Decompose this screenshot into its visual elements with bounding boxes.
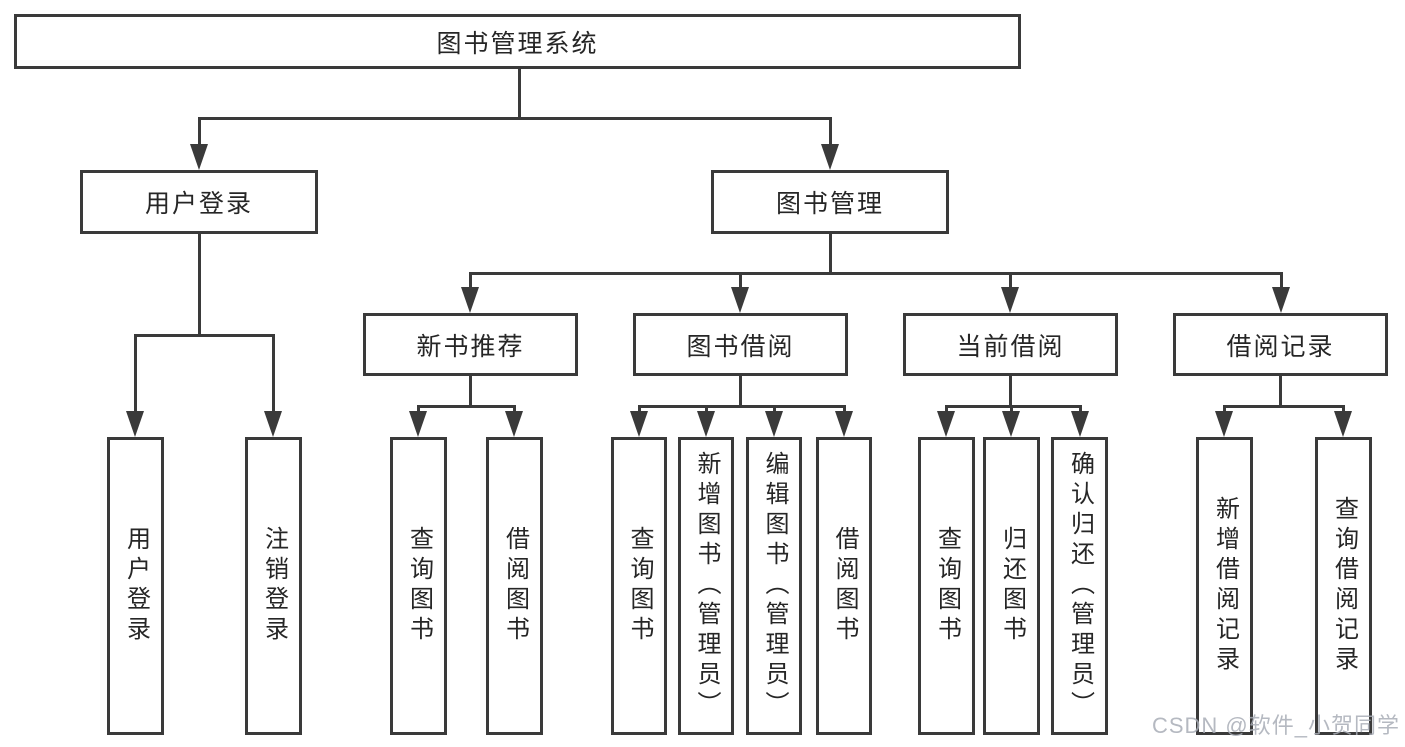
node-leaf-query-book-rec: 查询图书 bbox=[390, 437, 447, 735]
node-book-mgmt: 图书管理 bbox=[711, 170, 949, 234]
arrow-down-icon bbox=[264, 411, 282, 437]
connector-line bbox=[637, 404, 846, 408]
arrow-down-icon bbox=[409, 411, 427, 437]
connector-line bbox=[468, 271, 1283, 275]
connector-line bbox=[828, 117, 832, 152]
connector-line bbox=[828, 233, 832, 274]
node-leaf-borrow-book-rec: 借阅图书 bbox=[486, 437, 543, 735]
arrow-down-icon bbox=[697, 411, 715, 437]
node-current-borrow: 当前借阅 bbox=[903, 313, 1118, 376]
node-leaf-return-book: 归还图书 bbox=[983, 437, 1040, 735]
connector-line bbox=[738, 272, 742, 294]
connector-line bbox=[416, 404, 516, 408]
connector-line bbox=[133, 333, 275, 337]
node-label: 注销登录 bbox=[260, 526, 288, 646]
node-label: 借阅记录 bbox=[1226, 332, 1335, 361]
connector-line bbox=[944, 404, 1082, 408]
connector-line bbox=[1008, 375, 1012, 407]
node-label: 查询图书 bbox=[626, 526, 653, 646]
node-label: 编辑图书（管理员） bbox=[761, 451, 788, 721]
node-root: 图书管理系统 bbox=[14, 14, 1021, 69]
arrow-down-icon bbox=[1001, 287, 1019, 313]
arrow-down-icon bbox=[731, 287, 749, 313]
watermark: CSDN @软件_小贺同学 bbox=[1151, 713, 1400, 738]
connector-line bbox=[133, 334, 137, 418]
arrow-down-icon bbox=[821, 144, 839, 170]
arrow-down-icon bbox=[1002, 411, 1020, 437]
connector-line bbox=[738, 375, 742, 407]
node-leaf-query-book-current: 查询图书 bbox=[918, 437, 975, 735]
node-new-book-rec: 新书推荐 bbox=[363, 313, 578, 376]
node-leaf-add-borrow-record: 新增借阅记录 bbox=[1196, 437, 1253, 735]
node-label: 用户登录 bbox=[144, 190, 253, 218]
node-label: 查询图书 bbox=[405, 526, 433, 646]
connector-line bbox=[1278, 375, 1282, 407]
arrow-down-icon bbox=[835, 411, 853, 437]
connector-line bbox=[197, 233, 201, 336]
node-user-login: 用户登录 bbox=[80, 170, 318, 234]
node-leaf-user-login: 用户登录 bbox=[107, 437, 164, 735]
connector-line bbox=[517, 68, 521, 120]
connector-line bbox=[1008, 272, 1012, 294]
node-label: 图书管理系统 bbox=[436, 29, 599, 58]
node-leaf-borrow-book: 借阅图书 bbox=[816, 437, 872, 735]
connector-line bbox=[1222, 404, 1345, 408]
arrow-down-icon bbox=[461, 287, 479, 313]
node-leaf-confirm-return-admin: 确认归还（管理员） bbox=[1051, 437, 1108, 735]
arrow-down-icon bbox=[126, 411, 144, 437]
node-label: 图书借阅 bbox=[686, 332, 795, 361]
arrow-down-icon bbox=[1215, 411, 1233, 437]
node-leaf-logout: 注销登录 bbox=[245, 437, 302, 735]
node-label: 确认归还（管理员） bbox=[1066, 451, 1094, 721]
arrow-down-icon bbox=[630, 411, 648, 437]
node-label: 新增图书（管理员） bbox=[693, 451, 720, 721]
connector-line bbox=[468, 375, 472, 407]
node-label: 借阅图书 bbox=[501, 526, 529, 646]
node-leaf-query-book-borrow: 查询图书 bbox=[611, 437, 667, 735]
node-label: 新增借阅记录 bbox=[1211, 496, 1239, 676]
node-leaf-query-borrow-record: 查询借阅记录 bbox=[1315, 437, 1372, 735]
node-label: 当前借阅 bbox=[956, 332, 1065, 361]
node-leaf-add-book-admin: 新增图书（管理员） bbox=[678, 437, 734, 735]
connector-line bbox=[1279, 272, 1283, 294]
connector-line bbox=[197, 117, 201, 152]
connector-line bbox=[271, 334, 275, 418]
arrow-down-icon bbox=[765, 411, 783, 437]
node-label: 新书推荐 bbox=[416, 332, 525, 361]
connector-line bbox=[468, 272, 472, 294]
node-label: 查询借阅记录 bbox=[1330, 496, 1358, 676]
node-label: 借阅图书 bbox=[831, 526, 858, 646]
arrow-down-icon bbox=[190, 144, 208, 170]
node-label: 图书管理 bbox=[775, 190, 884, 218]
arrow-down-icon bbox=[1272, 287, 1290, 313]
node-label: 查询图书 bbox=[933, 526, 961, 646]
node-borrow-record: 借阅记录 bbox=[1173, 313, 1388, 376]
node-leaf-edit-book-admin: 编辑图书（管理员） bbox=[746, 437, 802, 735]
node-label: 归还图书 bbox=[998, 526, 1026, 646]
arrow-down-icon bbox=[505, 411, 523, 437]
arrow-down-icon bbox=[1071, 411, 1089, 437]
arrow-down-icon bbox=[1334, 411, 1352, 437]
connector-line bbox=[197, 116, 832, 120]
node-label: 用户登录 bbox=[122, 526, 150, 646]
arrow-down-icon bbox=[937, 411, 955, 437]
node-book-borrow: 图书借阅 bbox=[633, 313, 848, 376]
